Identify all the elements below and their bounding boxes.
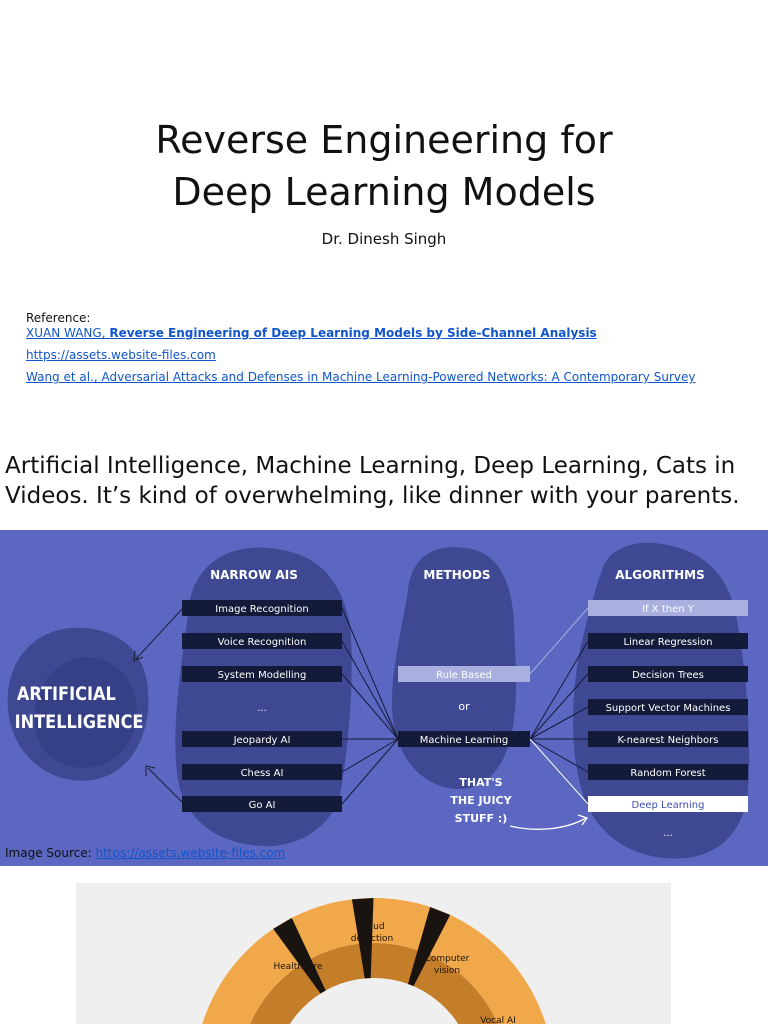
ai-label-line-2: INTELLIGENCE <box>15 712 144 734</box>
ring-label-healthcare: Healthcare <box>273 962 323 972</box>
algorithms-header: ALGORITHMS <box>615 568 705 582</box>
ring-shapes <box>201 897 547 1028</box>
image-source-label: Image Source: <box>5 846 96 860</box>
connector-narrow-6 <box>341 738 399 805</box>
intro-paragraph: Artificial Intelligence, Machine Learnin… <box>5 451 765 511</box>
ai-blob-inner <box>34 657 137 768</box>
ai-arrow-bottom-head <box>145 765 156 776</box>
algorithm-label: Decision Trees <box>632 670 704 681</box>
reference-1-author: XUAN WANG, <box>26 326 110 340</box>
intro-line-1: Artificial Intelligence, Machine Learnin… <box>5 453 736 479</box>
intro-line-2: Videos. It’s kind of overwhelming, like … <box>5 483 740 509</box>
algorithm-box <box>588 666 748 682</box>
or-label: or <box>458 700 470 713</box>
narrow-ai-label: Go AI <box>249 800 276 811</box>
connector-algo-5 <box>529 738 589 773</box>
connector-algo-2 <box>529 673 589 740</box>
methods-header: METHODS <box>423 568 490 582</box>
image-source: Image Source: https://assets.website-fil… <box>5 846 285 860</box>
narrow-ai-label: Voice Recognition <box>218 637 307 648</box>
algorithm-box <box>588 633 748 649</box>
rule-based-label: Rule Based <box>436 670 492 681</box>
narrow-ai-label: ... <box>257 703 267 714</box>
narrow-ai-box <box>182 731 342 747</box>
algorithm-box <box>588 731 748 747</box>
slide-title: Reverse Engineering for Deep Learning Mo… <box>0 114 768 218</box>
juicy-line-2: THE JUICY <box>450 794 512 807</box>
juicy-line-1: THAT'S <box>459 776 502 789</box>
ai-applications-ring-image: Healthcare Fraud detection Computer visi… <box>76 883 671 1028</box>
reference-link-1[interactable]: XUAN WANG, Reverse Engineering of Deep L… <box>26 326 695 340</box>
narrow-ai-box <box>182 764 342 780</box>
ai-taxonomy-diagram: ARTIFICIAL INTELLIGENCE NARROW AIS METHO… <box>0 530 768 866</box>
juicy-line-3: STUFF :) <box>455 812 508 825</box>
algorithm-label: Support Vector Machines <box>606 703 731 714</box>
references-block: Reference: XUAN WANG, Reverse Engineerin… <box>26 311 695 392</box>
ring-label-vocal: Vocal AI <box>480 1016 516 1024</box>
algorithm-label: Deep Learning <box>632 800 705 811</box>
algorithm-label: Linear Regression <box>624 637 713 648</box>
narrow-ai-box <box>182 633 342 649</box>
narrow-ai-box <box>182 666 342 682</box>
algorithm-box <box>588 699 748 715</box>
connector-narrow-1 <box>341 640 399 740</box>
narrow-ais-header: NARROW AIS <box>210 568 298 582</box>
connector-narrow-5 <box>341 738 399 773</box>
juicy-arrow <box>509 817 587 830</box>
rule-based-box <box>398 666 530 682</box>
title-line-1: Reverse Engineering for <box>155 118 613 162</box>
connector-algo-1 <box>529 640 589 740</box>
connector-narrow-0 <box>341 607 399 740</box>
reference-1-title: Reverse Engineering of Deep Learning Mod… <box>109 326 597 340</box>
connector-algo-0 <box>529 607 589 675</box>
algorithm-label: Random Forest <box>630 768 705 779</box>
references-label: Reference: <box>26 311 91 325</box>
connector-algo-6 <box>529 738 589 805</box>
algorithm-label: If X then Y <box>642 604 695 615</box>
ring-divider <box>408 906 451 987</box>
algorithm-box <box>588 796 748 812</box>
ring-svg: Healthcare Fraud detection Computer visi… <box>76 883 671 1028</box>
narrow-ai-label: Image Recognition <box>215 604 308 615</box>
ring-label-fraud-1: Fraud <box>359 922 384 932</box>
author-name: Dr. Dinesh Singh <box>321 230 447 248</box>
narrow-ai-box <box>182 600 342 616</box>
connector-lines <box>341 607 589 805</box>
juicy-arrow-head <box>577 814 589 826</box>
connector-algo-3 <box>529 706 589 740</box>
ring-label-vision-2: vision <box>434 966 460 976</box>
ai-arrow-bottom <box>147 767 183 803</box>
title-line-2: Deep Learning Models <box>172 170 596 214</box>
ring-label-fraud-2: detection <box>351 934 394 944</box>
ring-divider <box>273 917 326 994</box>
narrow-ai-label: Chess AI <box>241 768 284 779</box>
machine-learning-label: Machine Learning <box>420 735 508 746</box>
narrow-ai-label: Jeopardy AI <box>233 735 291 746</box>
connector-narrow-2 <box>341 673 399 740</box>
narrow-ai-box <box>182 796 342 812</box>
algorithm-box <box>588 764 748 780</box>
ring-label-vision-1: Computer <box>425 954 470 964</box>
image-source-link[interactable]: https://assets.website-files.com <box>95 846 286 860</box>
narrow-ai-label: System Modelling <box>218 670 307 681</box>
machine-learning-box <box>398 731 530 747</box>
ai-label-line-1: ARTIFICIAL <box>17 684 116 706</box>
algorithm-label: ... <box>663 828 673 839</box>
reference-link-2[interactable]: https://assets.website-files.com <box>26 348 216 362</box>
ai-arrow-top <box>135 608 183 660</box>
algorithm-box <box>588 600 748 616</box>
ring-divider <box>351 898 374 979</box>
algorithm-label: K-nearest Neighbors <box>618 735 719 746</box>
ai-taxonomy-svg: ARTIFICIAL INTELLIGENCE NARROW AIS METHO… <box>0 530 768 866</box>
ai-arrow-top-head <box>133 650 144 662</box>
reference-link-3[interactable]: Wang et al., Adversarial Attacks and Def… <box>26 370 696 384</box>
